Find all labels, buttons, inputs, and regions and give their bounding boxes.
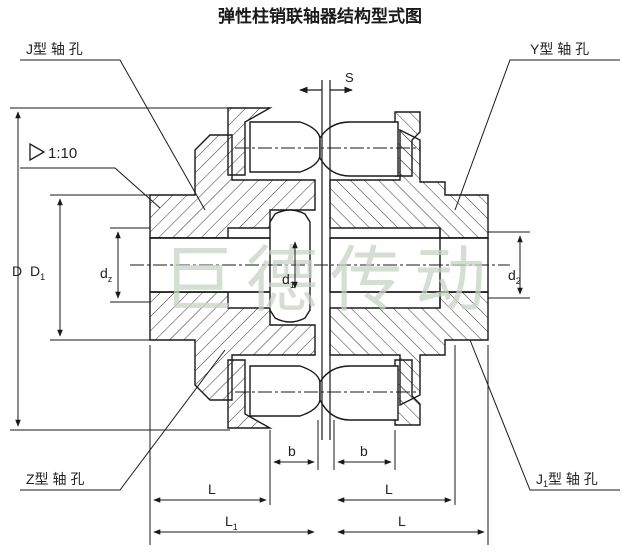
dim-d1-label: d1 [282,271,295,290]
y-bore-label: Y型 轴 孔 [530,41,589,57]
dim-d2 [488,231,530,299]
dim-D1-label: D1 [30,263,45,282]
j1-bore-label: J1型 轴 孔 [536,471,598,489]
dim-d2-label: d2 [508,267,521,286]
dim-dz-label: dz [100,265,113,284]
lower-pin [249,365,399,421]
centerlines [130,147,510,393]
dim-L-bottom-right: L [398,513,406,529]
gap-lines [299,80,353,440]
bottom-dims [149,345,489,545]
z-bore-label: Z型 轴 孔 [26,471,84,487]
dim-L1: L1 [225,513,238,532]
left-half-coupling [149,107,316,429]
center-bore-pin [269,209,311,323]
taper-symbol [29,142,46,162]
dim-L-left: L [208,481,216,497]
taper-label: 1:10 [48,145,77,162]
diagram-title: 弹性柱销联轴器结构型式图 [218,6,422,27]
leader-lines [20,59,620,491]
watermark: 巨德传动 [162,238,498,322]
upper-pin [249,121,399,177]
j-bore-label: J型 轴 孔 [26,41,83,57]
dim-L-right: L [385,481,393,497]
dim-b-right: b [360,443,368,459]
dim-D1 [50,194,150,341]
gap-label: S [345,70,354,85]
dim-D-label: D [12,263,22,279]
dim-dz [110,227,150,303]
dim-b-left: b [288,443,296,459]
dim-D [10,107,230,431]
